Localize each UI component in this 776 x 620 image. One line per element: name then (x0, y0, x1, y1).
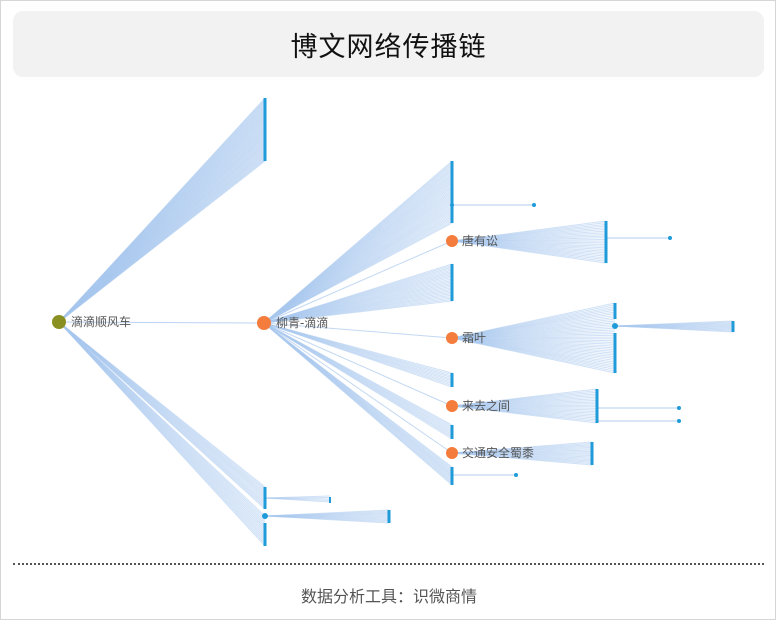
edge (58, 321, 266, 510)
node-n3[interactable] (446, 400, 458, 412)
edge (58, 160, 266, 323)
node-label-hub: 柳青-滴滴 (276, 315, 328, 330)
edge (263, 322, 453, 454)
leaf-node (677, 406, 681, 410)
leaf-node (677, 419, 681, 423)
propagation-network: 滴滴顺风车 柳青-滴滴 唐有讼 霜叶 来去之间 交通安全蜀黍 (52, 97, 735, 547)
edge (263, 322, 453, 388)
title-bar: 博文网络传播链 (13, 11, 764, 77)
edge (264, 497, 331, 503)
edge (263, 322, 453, 440)
edge-layer (58, 97, 734, 547)
edge (451, 452, 593, 466)
leaf-node (450, 203, 454, 207)
node-n1[interactable] (446, 235, 458, 247)
edge (263, 300, 453, 324)
leaf-node (262, 513, 268, 519)
node-hub[interactable] (257, 316, 271, 330)
node-label-n4: 交通安全蜀黍 (462, 445, 534, 460)
edge (264, 515, 390, 524)
node-label-n3: 来去之间 (462, 399, 510, 413)
edge (58, 321, 266, 547)
edge (263, 222, 453, 324)
node-n4[interactable] (446, 447, 458, 459)
edge (263, 322, 453, 486)
leaf-node (668, 236, 672, 240)
edge (614, 325, 734, 333)
page-title: 博文网络传播链 (290, 31, 487, 63)
edge (263, 322, 453, 407)
leaf-node (612, 323, 618, 329)
edge (451, 405, 598, 424)
node-root[interactable] (52, 315, 66, 329)
node-label-root: 滴滴顺风车 (71, 314, 131, 329)
edge (451, 337, 616, 374)
node-label-n1: 唐有讼 (462, 233, 498, 248)
leaf-node (532, 203, 536, 207)
edge-root-hub (58, 321, 265, 324)
leaf-cluster-layer (262, 98, 735, 546)
footer-credit: 数据分析工具：识微商情 (300, 587, 477, 606)
edge (263, 240, 453, 324)
leaf-node (514, 473, 518, 477)
node-label-n2: 霜叶 (462, 331, 486, 345)
node-n2[interactable] (446, 332, 458, 344)
footer-divider (13, 563, 764, 565)
node-layer: 滴滴顺风车 柳青-滴滴 唐有讼 霜叶 来去之间 交通安全蜀黍 (52, 233, 534, 460)
edge (263, 322, 453, 339)
edge (451, 240, 607, 264)
